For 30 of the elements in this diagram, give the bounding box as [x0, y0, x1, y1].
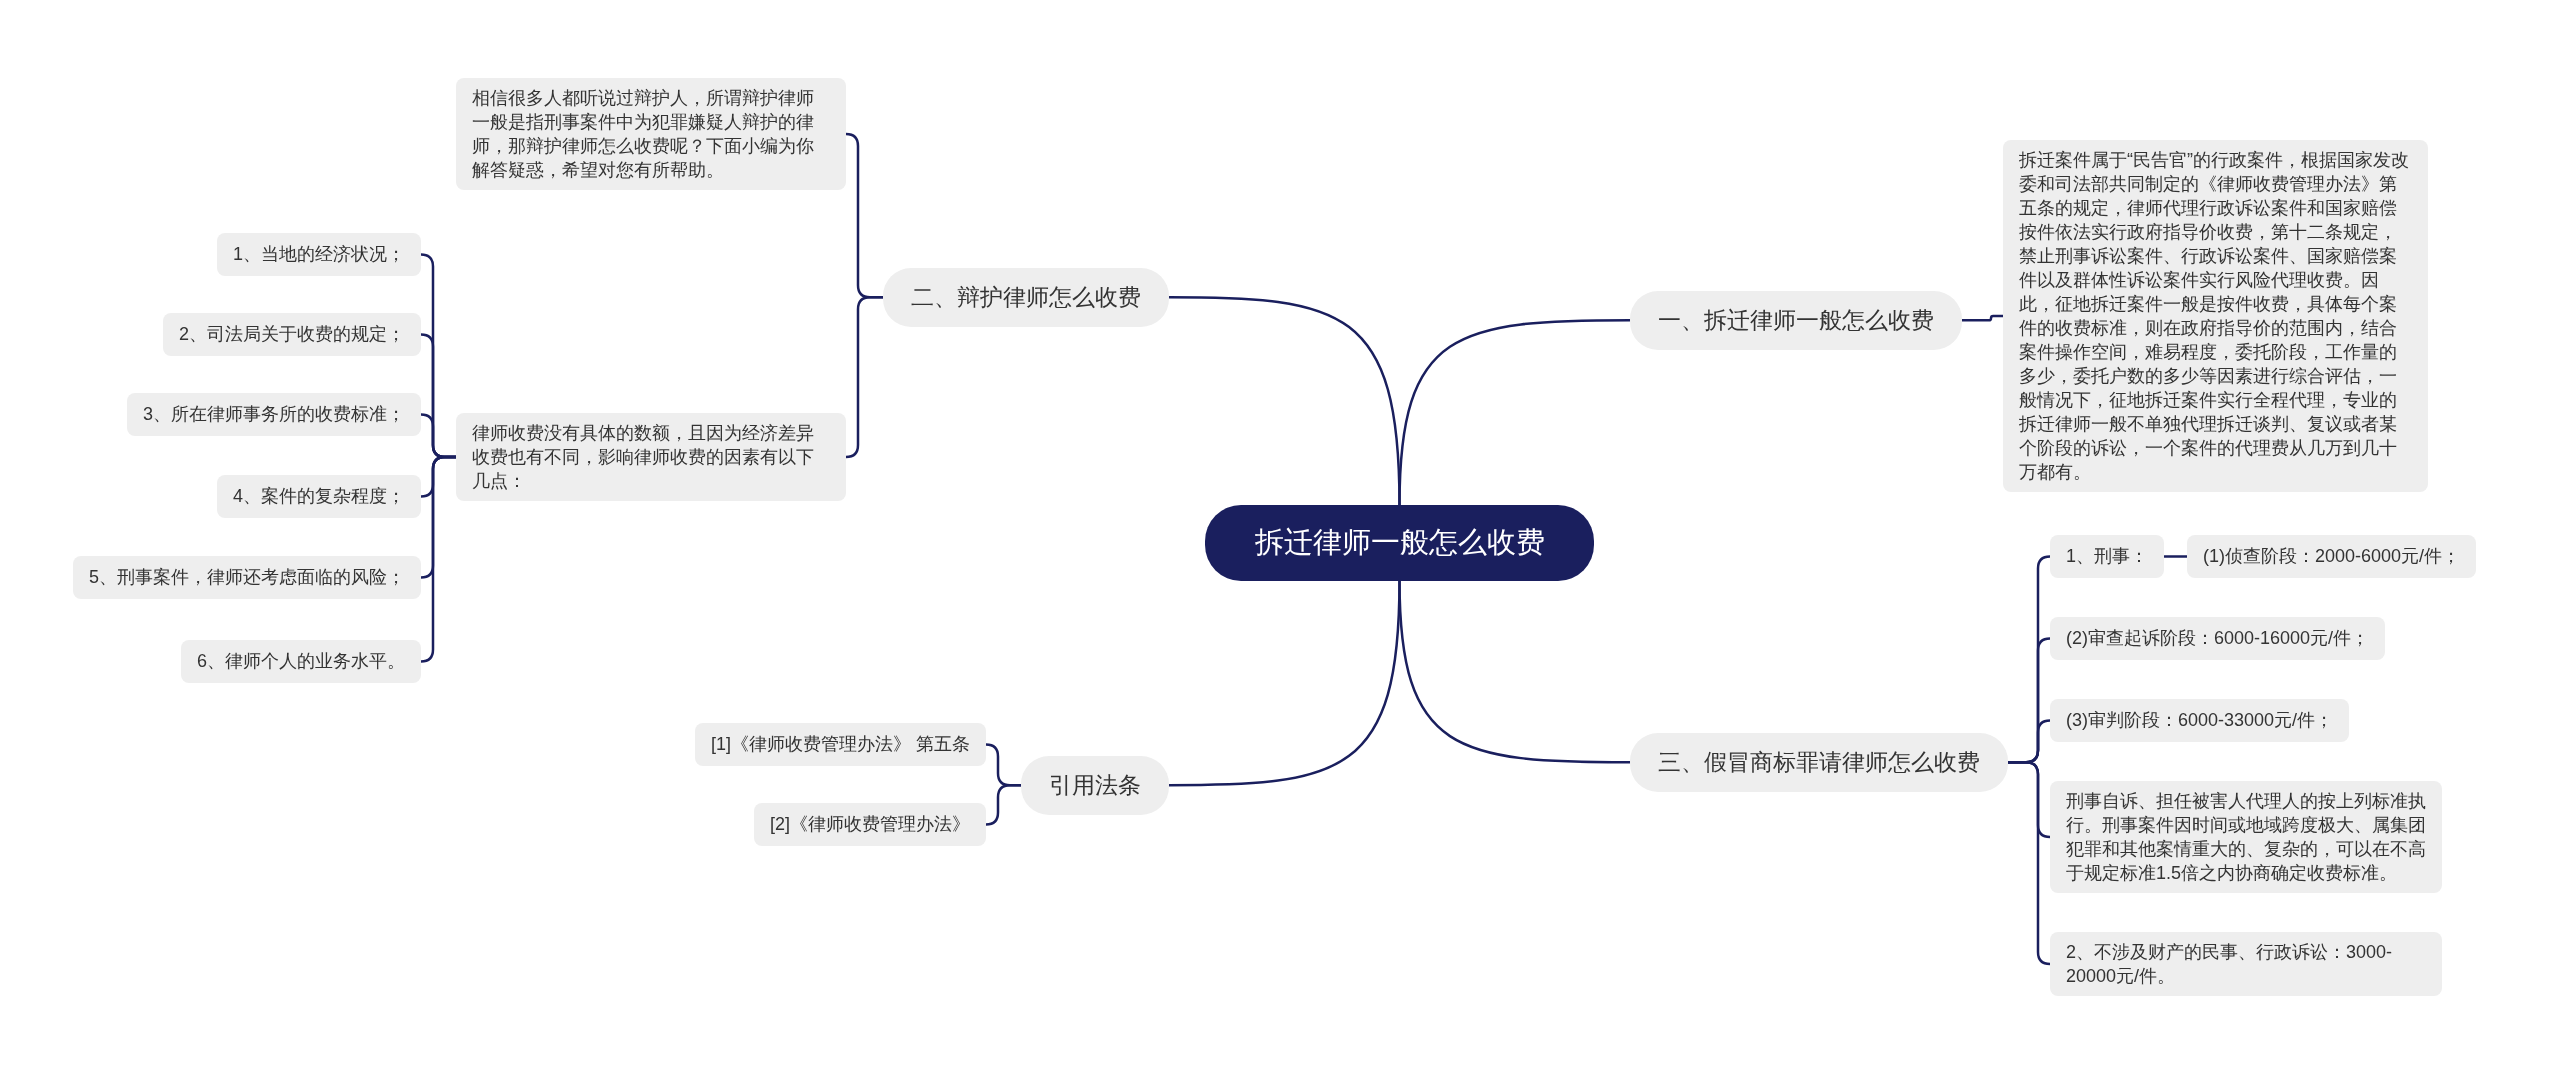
topic-box: 3、所在律师事务所的收费标准；: [127, 393, 421, 436]
text-box: 律师收费没有具体的数额，且因为经济差异收费也有不同，影响律师收费的因素有以下几点：: [456, 413, 846, 501]
topic-box: 4、案件的复杂程度；: [217, 475, 421, 518]
branch-topic: 引用法条: [1021, 756, 1169, 815]
connector-line: [1962, 314, 2003, 322]
topic-box: 2、司法局关于收费的规定；: [163, 313, 421, 356]
topic-box: [1]《律师收费管理办法》 第五条: [695, 723, 986, 766]
topic-box: 1、刑事：: [2050, 535, 2164, 578]
text-box: 拆迁案件属于“民告官”的行政案件，根据国家发改委和司法部共同制定的《律师收费管理办法》第五条的规定，律师代理行政诉讼案件和国家赔偿按件依法实行政府指导价收费，第十二条规定，禁止刑事诉讼案件、行政诉讼案件、国家赔偿案件以及群体性诉讼案件实行风险代理收费。因此，征地拆迁案件一般是按件收费，具体每个案件的收费标准，则在政府指导价的范围内，结合案件操作空间，难易程度，委托阶段，工作量的多少，委托户数的多少等因素进行综合评估，一般情况下，征地拆迁案件实行全程代理，专业的拆迁律师一般不单独代理拆迁谈判、复议或者某个阶段的诉讼，一个案件的代理费从几万到几十万都有。: [2003, 140, 2428, 492]
topic-box: 6、律师个人的业务水平。: [181, 640, 421, 683]
branch-topic: 二、辩护律师怎么收费: [883, 268, 1169, 327]
connector-line: [419, 455, 456, 663]
connector-line: [1169, 296, 1401, 506]
connector-line: [844, 296, 883, 459]
topic-box: (1)侦查阶段：2000-6000元/件；: [2187, 535, 2477, 578]
connector-line: [984, 784, 1021, 826]
central-topic: 拆迁律师一般怎么收费: [1205, 505, 1594, 581]
topic-box: (2)审查起诉阶段：6000-16000元/件；: [2050, 617, 2386, 660]
text-box: 刑事自诉、担任被害人代理人的按上列标准执行。刑事案件因时间或地域跨度极大、属集团犯罪和其他案情重大的、复杂的，可以在不高于规定标准1.5倍之内协商确定收费标准。: [2050, 781, 2442, 893]
topic-box: [2]《律师收费管理办法》: [754, 803, 986, 846]
topic-box: 1、当地的经济状况；: [217, 233, 421, 276]
text-box: 2、不涉及财产的民事、行政诉讼：3000-20000元/件。: [2050, 932, 2442, 996]
branch-topic: 三、假冒商标罪请律师怎么收费: [1630, 733, 2008, 792]
topic-box: (3)审判阶段：6000-33000元/件；: [2050, 699, 2350, 742]
connector-line: [2164, 555, 2187, 558]
connector-line: [2008, 761, 2052, 966]
topic-box: 5、刑事案件，律师还考虑面临的风险；: [73, 556, 421, 599]
branch-topic: 一、拆迁律师一般怎么收费: [1630, 291, 1962, 350]
connector-line: [1398, 580, 1630, 764]
text-box: 相信很多人都听说过辩护人，所谓辩护律师一般是指刑事案件中为犯罪嫌疑人辩护的律师，那辩护律师怎么收费呢？下面小编为你解答疑惑，希望对您有所帮助。: [456, 78, 846, 190]
